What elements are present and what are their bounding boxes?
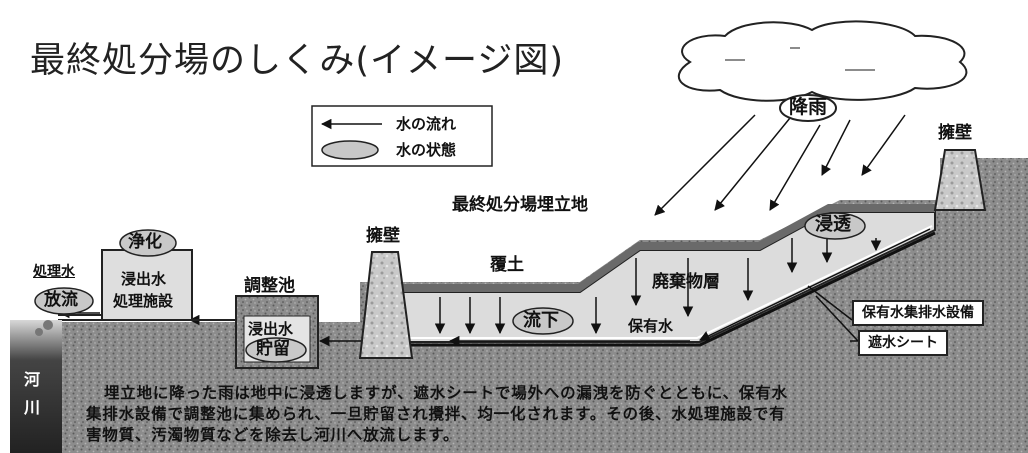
river-column [10,320,62,453]
pond-leachate-label: 浸出水 [248,320,294,338]
collection-facility-callout: 保有水集排水設備 [852,300,984,326]
oval-purification [119,229,177,257]
treated-water-label: 処理水 [33,264,75,280]
flow-arrows [58,228,931,347]
oval-rain [779,94,837,122]
legend-state-label: 水の状態 [396,141,457,159]
caption-line-2: 集排水設備で調整池に集められ、一旦貯留され攪拌、均一化されます。その後、水処理施… [86,405,786,423]
adjustment-pond-label: 調整池 [244,276,295,296]
oval-infiltration [804,212,866,240]
water-drop-2 [35,328,43,336]
rain-cloud [677,20,968,102]
flow-down-label: 流下 [523,310,559,331]
collection-pipe-line [385,225,933,339]
infiltration-label: 浸透 [815,214,851,235]
treatment-facility-label-line2: 処理施設 [113,292,174,310]
waste-layer-label: 廃棄物層 [652,272,720,292]
rain-arrows [654,114,906,216]
river-label-char2: 川 [24,398,41,417]
storage-label: 貯留 [256,339,290,359]
leader-collection [807,285,853,321]
cover-soil-label: 覆土 [490,255,524,275]
cloud-detail [725,47,875,71]
liner-sheet-callout: 遮水シート [858,330,948,356]
retaining-wall-left [358,251,414,359]
treatment-facility-label-line1: 浸出水 [121,270,167,288]
retaining-wall-left-label: 擁壁 [366,226,400,246]
caption-line-3: 害物質、汚濁物質などを除去し河川へ放流します。 [86,426,460,444]
rain-label: 降雨 [789,96,828,118]
leader-liner [815,295,859,342]
oval-discharge [34,287,94,315]
legend-flow-label: 水の流れ [396,115,457,133]
retaining-wall-right-label: 擁壁 [938,123,972,143]
seepage-arrows [434,238,882,335]
water-drop [43,320,53,330]
cover-soil-layer [385,204,935,292]
explanation-caption: 埋立地に降った雨は地中に浸透しますが、遮水シートで場外への漏洩を防ぐとともに、保… [86,383,1006,446]
page-title: 最終処分場のしくみ(イメージ図) [30,41,565,81]
river-label-char1: 河 [24,370,41,389]
landfill-site-label: 最終処分場埋立地 [452,195,588,215]
liner-sheet-line [385,231,936,347]
discharge-label: 放流 [44,290,78,310]
retaining-wall-right [933,149,987,211]
purification-label: 浄化 [128,232,162,252]
legend-oval [321,140,379,160]
oval-storage [245,337,307,363]
oval-flow-down [512,307,574,335]
retained-water-label: 保有水 [628,317,674,335]
caption-line-1: 埋立地に降った雨は地中に浸透しますが、遮水シートで場外への漏洩を防ぐとともに、保… [104,384,788,402]
